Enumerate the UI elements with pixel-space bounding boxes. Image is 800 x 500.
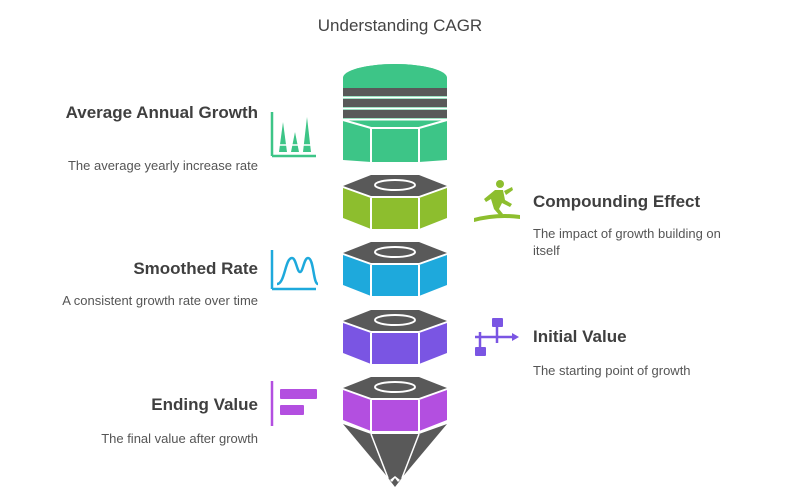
flowchart-icon xyxy=(475,318,519,356)
segment-average-annual-growth xyxy=(342,64,448,162)
item-desc-average-annual-growth: The average yearly increase rate xyxy=(67,158,258,173)
item-title-compounding-effect: Compounding Effect xyxy=(533,192,701,211)
item-title-average-annual-growth: Average Annual Growth xyxy=(65,103,258,122)
item-title-smoothed-rate: Smoothed Rate xyxy=(133,259,258,278)
item-desc-smoothed-rate: A consistent growth rate over time xyxy=(62,293,258,308)
item-title-ending-value: Ending Value xyxy=(151,395,258,414)
stepping-person-icon xyxy=(474,180,520,222)
item-desc-initial-value: The starting point of growth xyxy=(533,363,691,378)
item-desc-compounding-effect: The impact of growth building on itself xyxy=(533,226,721,258)
segment-smoothed-rate xyxy=(343,242,447,296)
item-title-initial-value: Initial Value xyxy=(533,327,627,346)
segment-initial-value xyxy=(343,310,447,364)
bell-curve-icon xyxy=(270,250,319,291)
segment-compounding-effect xyxy=(343,175,447,229)
segment-ending-value xyxy=(343,377,447,487)
item-desc-ending-value: The final value after growth xyxy=(101,431,258,446)
diagram-title: Understanding CAGR xyxy=(317,16,483,35)
horizontal-bar-chart-icon xyxy=(270,381,317,426)
chart-icon xyxy=(270,112,316,158)
